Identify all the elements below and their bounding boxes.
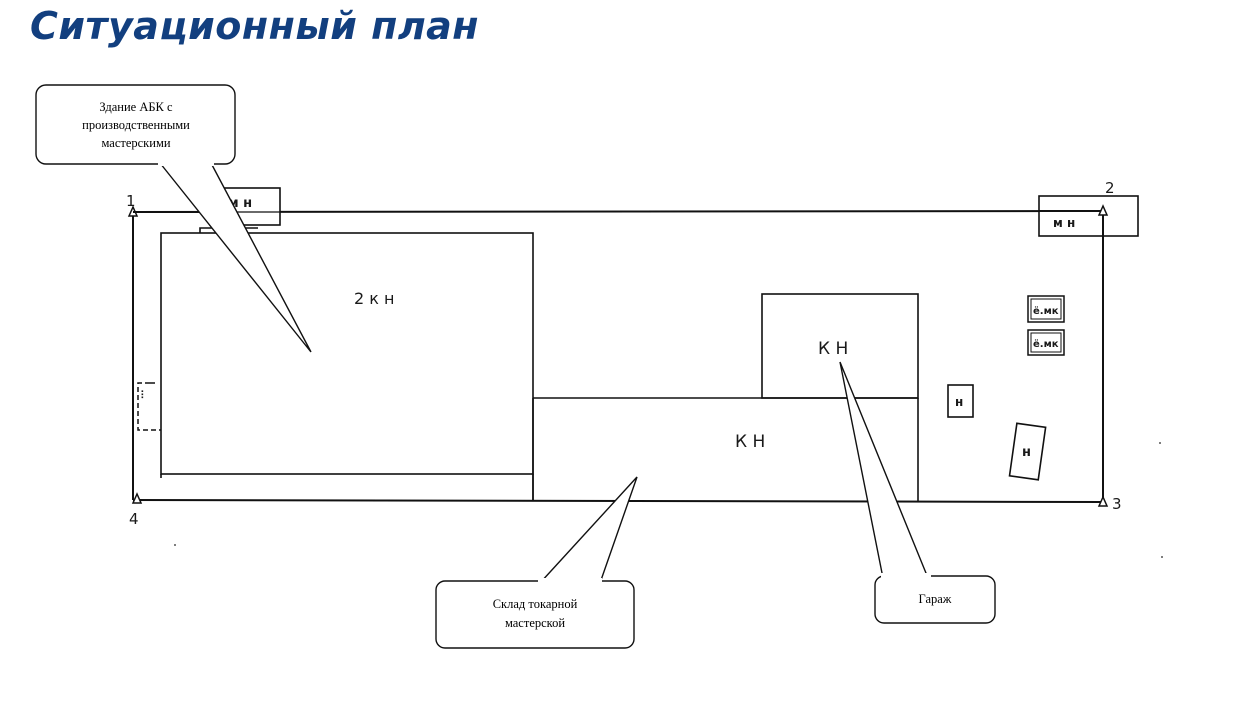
small-n-box-1-label: н bbox=[955, 395, 963, 409]
building-abk-label: 2 к н bbox=[354, 289, 394, 308]
callout-sklad bbox=[435, 476, 638, 649]
emk-box-1-label: ё.мк bbox=[1033, 305, 1059, 317]
callout-sklad-line-1: Склад токарной bbox=[493, 597, 578, 611]
callout-abk-line-3: мастерскими bbox=[101, 136, 170, 150]
mn-box-right bbox=[1038, 195, 1139, 237]
mn-box-right-label: м н bbox=[1053, 216, 1075, 230]
corner-markers bbox=[127, 204, 1109, 507]
speck bbox=[1159, 442, 1161, 444]
small-n-box-2 bbox=[1008, 422, 1047, 481]
callout-garage-line-1: Гараж bbox=[919, 592, 952, 606]
callout-abk bbox=[35, 84, 312, 353]
corner-marker-3 bbox=[1097, 495, 1109, 507]
speck bbox=[174, 544, 176, 546]
emk-box-2-label: ё.мк bbox=[1033, 338, 1059, 350]
point-label-3: 3 bbox=[1112, 495, 1122, 513]
corner-marker-4 bbox=[131, 492, 143, 504]
entrance-mark bbox=[137, 382, 161, 431]
site-boundary bbox=[132, 210, 1104, 503]
point-label-4: 4 bbox=[129, 510, 139, 528]
point-label-1: 1 bbox=[126, 192, 136, 210]
emk-box-1 bbox=[1027, 295, 1065, 323]
small-n-box-2-label: н bbox=[1022, 445, 1031, 460]
building-abk bbox=[160, 227, 534, 500]
callout-garage bbox=[839, 361, 996, 624]
point-label-2: 2 bbox=[1105, 179, 1115, 197]
callout-abk-line-2: производственными bbox=[82, 118, 190, 132]
building-sklad-label: К Н bbox=[735, 432, 765, 452]
speck bbox=[1161, 556, 1163, 558]
callout-sklad-line-2: мастерской bbox=[505, 616, 565, 630]
building-garage-label: К Н bbox=[818, 339, 848, 359]
entrance-mark-glyph: ⠇ bbox=[140, 389, 148, 402]
building-garage bbox=[761, 293, 919, 399]
callout-abk-line-1: Здание АБК с bbox=[99, 100, 173, 114]
emk-box-2 bbox=[1027, 329, 1065, 356]
small-n-box-1 bbox=[947, 384, 974, 418]
page-title: Ситуационный план bbox=[30, 4, 480, 48]
